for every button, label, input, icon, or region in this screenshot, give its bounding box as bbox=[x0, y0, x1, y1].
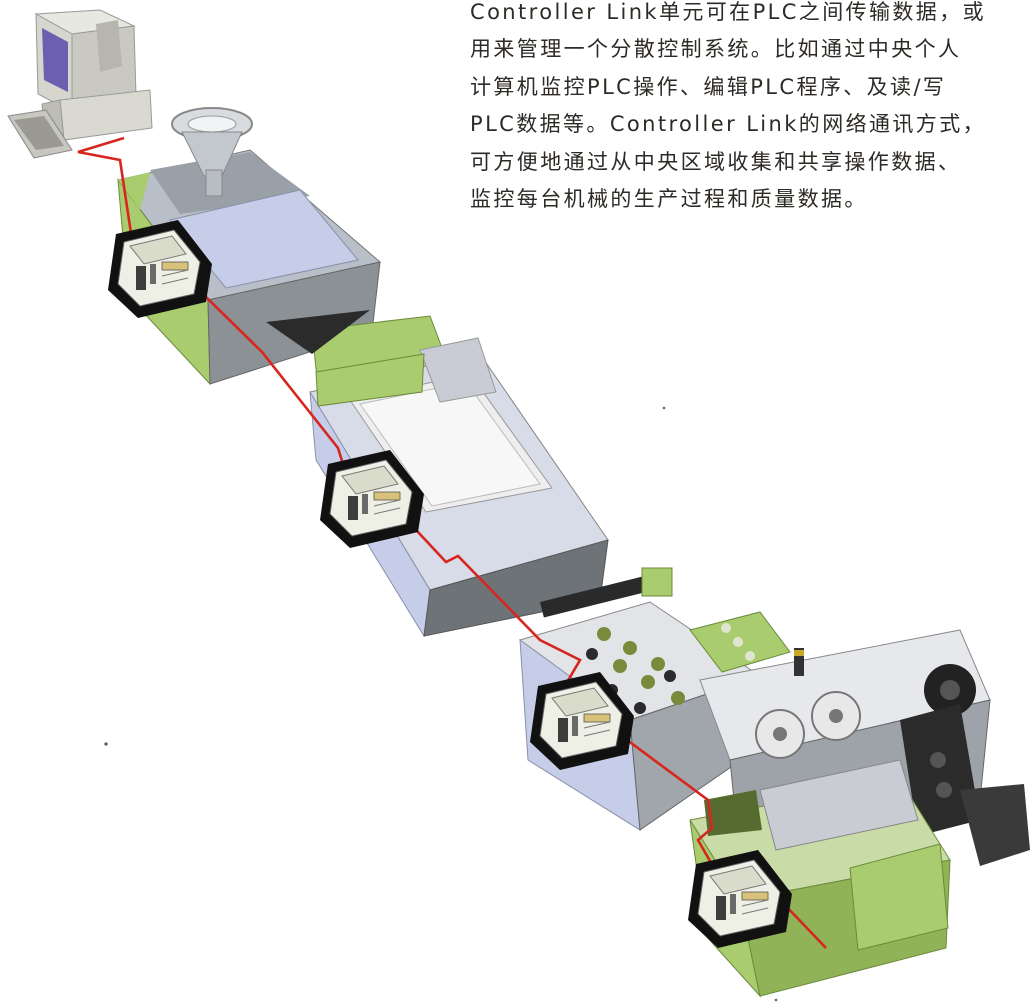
description-line: PLC数据等。Controller Link的网络通讯方式， bbox=[470, 112, 987, 137]
description-line: 用来管理一个分散控制系统。比如通过中央个人 bbox=[470, 37, 962, 62]
description-text: Controller Link单元可在PLC之间传输数据，或 用来管理一个分散控… bbox=[470, 0, 1030, 218]
description-line: 计算机监控PLC操作、编辑PLC程序、及读/写 bbox=[470, 74, 947, 99]
computer-icon bbox=[7, 9, 153, 159]
description-line: 可方便地通过从中央区域收集和共享操作数据、 bbox=[470, 149, 962, 174]
packing-machine-icon bbox=[689, 629, 1030, 998]
description-line: Controller Link单元可在PLC之间传输数据，或 bbox=[470, 0, 987, 24]
description-line: 监控每台机械的生产过程和质量数据。 bbox=[470, 187, 868, 212]
